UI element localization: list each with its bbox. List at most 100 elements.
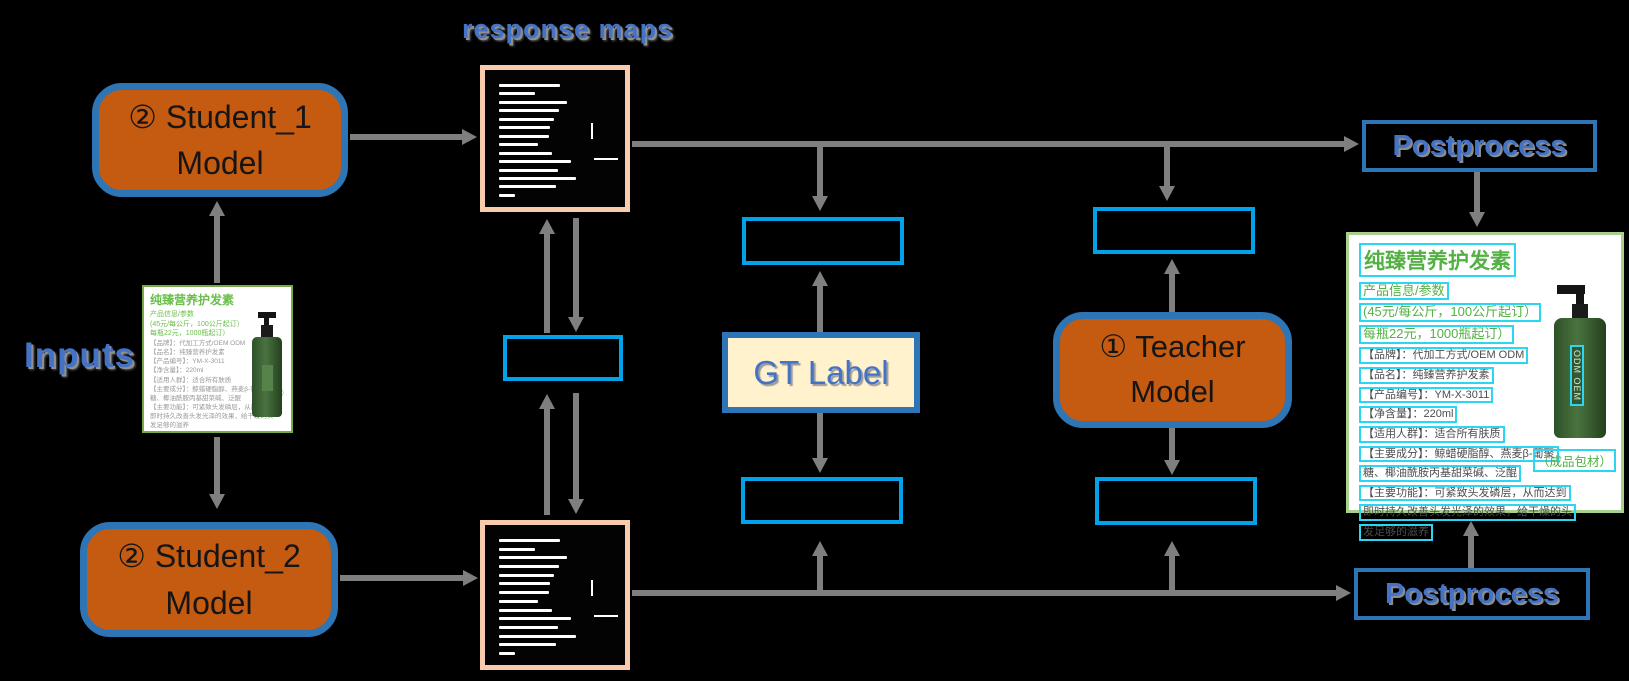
arrow-student2-to-map bbox=[340, 570, 478, 586]
loss-box-above-gt bbox=[742, 217, 904, 265]
map-text-line bbox=[499, 643, 556, 647]
map-mark bbox=[594, 157, 618, 160]
map-text-line bbox=[499, 539, 561, 542]
arrow-topline-to-teacherbox bbox=[1159, 144, 1175, 201]
arrow-bottomline-to-teacherbox bbox=[1164, 541, 1180, 593]
arrow-topline-to-gtbox bbox=[812, 144, 828, 211]
detected-text-line: 【品名】：纯臻营养护发素 bbox=[1359, 366, 1494, 384]
detected-text-line: 发足够的滋养 bbox=[1359, 524, 1433, 541]
map-text-line bbox=[499, 160, 571, 164]
map-text-line bbox=[499, 168, 559, 172]
card-line: 糖、椰油酰胺丙基甜菜碱、泛醌 bbox=[150, 394, 241, 402]
bottle-label-detected: ODM OEM bbox=[1570, 345, 1584, 406]
map-text-line bbox=[499, 608, 553, 612]
bottle-pump-icon bbox=[264, 316, 269, 326]
product-bottle-image bbox=[248, 309, 286, 419]
map-text-line bbox=[499, 556, 568, 560]
map-text-line bbox=[499, 185, 556, 189]
card-line: 【净含量】：220ml bbox=[150, 367, 204, 375]
detected-text-line: 【品牌】：代加工方式/OEM ODM bbox=[1359, 347, 1529, 364]
map-text-line bbox=[499, 573, 554, 577]
map-text-line bbox=[499, 651, 516, 655]
card-line: 每瓶22元，1000瓶起订） bbox=[150, 330, 230, 338]
map-text-line bbox=[499, 143, 539, 147]
detected-text-line: 产品信息/参数 bbox=[1359, 281, 1449, 301]
product-bottle-image: ODM OEM bbox=[1545, 279, 1611, 441]
student1-model-node: ② Student_1 Model bbox=[92, 83, 348, 197]
card-line: 即时持久改善头发光泽的效果，给干燥的头 bbox=[150, 412, 274, 420]
map-text-line bbox=[499, 92, 535, 96]
detected-text-line: 糖、椰油酰胺丙基甜菜碱、泛醌 bbox=[1359, 465, 1521, 482]
card-line: 【主要成分】：鲸蜡硬脂醇、燕麦β-葡聚 bbox=[150, 385, 264, 393]
arrow-teacher-to-topbox bbox=[1164, 259, 1180, 312]
arrow-midbox-to-topmap bbox=[539, 219, 555, 333]
card-line: (45元/每公斤，100公斤起订） bbox=[150, 320, 244, 328]
card-line: 【品牌】：代加工方式/OEM ODM bbox=[150, 340, 246, 348]
map-mark bbox=[594, 614, 618, 617]
result-product-card: 纯臻营养护发素 产品信息/参数(45元/每公斤，100公斤起订）每瓶22元，10… bbox=[1346, 232, 1624, 541]
map-mark bbox=[590, 123, 593, 140]
loss-box-above-teacher bbox=[1093, 207, 1255, 254]
card-line: 【主要功能】：可紧致头发磷层，从而达到 bbox=[150, 403, 271, 411]
map-text-line bbox=[499, 100, 568, 104]
arrow-bottomline-to-gtbox bbox=[812, 541, 828, 593]
arrow-postprocess-to-result-bottom bbox=[1463, 521, 1479, 568]
arrow-input-to-student2 bbox=[209, 437, 225, 509]
detected-text-line: 【适用人群】：适合所有肤质 bbox=[1359, 425, 1505, 443]
bottle-body bbox=[1554, 318, 1606, 438]
detected-text-line: 【产品编号】：YM-X-3011 bbox=[1359, 386, 1494, 404]
gt-label-node: GT Label bbox=[722, 332, 920, 413]
map-text-line bbox=[499, 193, 516, 197]
arrow-topmap-to-midbox bbox=[568, 218, 584, 332]
arrow-student1-to-map bbox=[350, 129, 477, 145]
card-line: 【品名】：纯臻营养护发素 bbox=[150, 349, 225, 357]
arrow-bottommap-to-midbox bbox=[539, 394, 555, 515]
map-text-line bbox=[499, 84, 561, 87]
map-text-line bbox=[499, 634, 576, 638]
loss-box-below-teacher bbox=[1095, 477, 1257, 525]
map-text-line bbox=[499, 126, 551, 130]
arrow-topline-to-postprocess bbox=[632, 136, 1359, 152]
postprocess-bottom-node: Postprocess bbox=[1354, 568, 1590, 620]
detected-text-line: 【主要功能】：可紧致头发磷层，从而达到 bbox=[1359, 484, 1571, 502]
bottle-pump-icon bbox=[258, 312, 276, 318]
response-maps-label: response maps bbox=[462, 14, 674, 44]
postprocess-top-node: Postprocess bbox=[1362, 120, 1597, 172]
bottle-pump-icon bbox=[1576, 292, 1584, 305]
arrow-gt-to-topbox bbox=[812, 271, 828, 332]
inputs-label: Inputs bbox=[24, 336, 135, 375]
detected-text-line: 【净含量】：220ml bbox=[1359, 406, 1458, 423]
map-text-line bbox=[499, 151, 553, 155]
bottle-neck bbox=[261, 325, 273, 338]
card-line: 发足够的滋养 bbox=[150, 422, 189, 430]
input-product-card: 纯臻营养护发素 产品信息/参数(45元/每公斤，100公斤起订）每瓶22元，10… bbox=[142, 285, 293, 433]
result-card-lines: 产品信息/参数(45元/每公斤，100公斤起订）每瓶22元，1000瓶起订） 【品… bbox=[1359, 280, 1611, 542]
arrow-teacher-to-bottombox bbox=[1164, 428, 1180, 475]
input-card-lines: 产品信息/参数(45元/每公斤，100公斤起订）每瓶22元，1000瓶起订）【品… bbox=[150, 310, 285, 430]
student2-model-node: ② Student_2 Model bbox=[80, 522, 338, 637]
map-text-line bbox=[499, 599, 539, 603]
arrow-bottomline-to-postprocess bbox=[632, 585, 1351, 601]
map-text-line bbox=[499, 625, 559, 629]
result-card-title: 纯臻营养护发素 bbox=[1359, 243, 1516, 277]
card-line: 【适用人群】：适合所有肤质 bbox=[150, 376, 232, 384]
arrow-gt-to-bottombox bbox=[812, 413, 828, 473]
loss-box-below-gt bbox=[741, 477, 903, 524]
bottle-pump-icon bbox=[1557, 285, 1585, 294]
detected-text-line: (45元/每公斤，100公斤起订） bbox=[1359, 303, 1542, 323]
result-card-package-note: （成品包材） bbox=[1532, 449, 1616, 472]
map-text-line bbox=[499, 582, 551, 586]
card-line: 【产品编号】：YM-X-3011 bbox=[150, 358, 225, 366]
response-map-bottom bbox=[480, 520, 630, 670]
arrow-postprocess-to-result bbox=[1469, 172, 1485, 227]
map-text-line bbox=[499, 617, 571, 621]
arrow-midbox-to-bottommap bbox=[568, 393, 584, 514]
bottle-neck bbox=[1572, 304, 1588, 319]
map-text-line bbox=[499, 591, 549, 595]
map-text-line bbox=[499, 547, 535, 551]
bottle-label bbox=[262, 365, 273, 391]
detected-text-line: 每瓶22元，1000瓶起订） bbox=[1359, 325, 1515, 345]
map-text-line bbox=[499, 176, 576, 180]
detected-text-line: 【主要成分】：鲸蜡硬脂醇、燕麦β-葡聚 bbox=[1359, 445, 1559, 463]
